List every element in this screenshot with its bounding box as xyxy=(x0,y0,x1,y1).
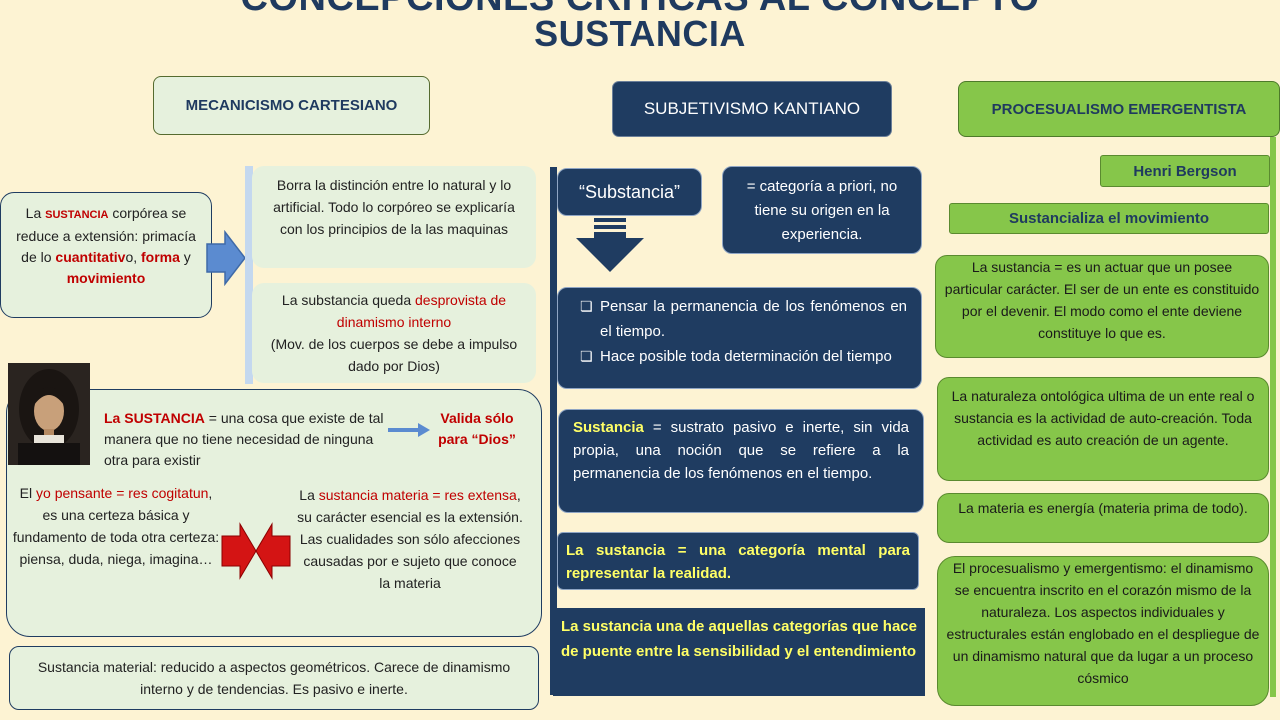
small-arrow-icon xyxy=(388,423,430,437)
corporea-mid: corpórea se reduce a extensión: primacía… xyxy=(16,205,196,265)
desprovista-box: La substancia queda desprovista de dinam… xyxy=(252,283,536,383)
title-line-2: SUSTANCIA xyxy=(534,13,746,54)
yo-post: , es una certeza básica y fundamento de … xyxy=(12,485,220,567)
corporea-word: SUSTANCIA xyxy=(45,209,109,221)
yo-red: yo pensante = res cogitatun xyxy=(36,485,209,501)
materia-red: sustancia materia = res extensa xyxy=(318,487,517,503)
puente-box: La sustancia una de aquellas categorías … xyxy=(553,608,925,696)
title-line-1: CONCEPCIONES CRITICAS AL CONCEPTO xyxy=(0,0,1280,18)
materia-pre: La xyxy=(299,487,319,503)
right-arrow-icon xyxy=(206,230,246,286)
borra-distincion-box: Borra la distinción entre lo natural y l… xyxy=(252,166,536,268)
substancia-label: “Substancia” xyxy=(557,168,702,216)
yo-pensante: El yo pensante = res cogitatun, es una c… xyxy=(12,482,220,570)
categoria-a-priori-box: = categoría a priori, no tiene su origen… xyxy=(722,166,922,254)
sustancia-corporea-box: La SUSTANCIA corpórea se reduce a extens… xyxy=(0,192,212,318)
desprovista-red: desprovista de dinamismo interno xyxy=(336,292,507,330)
desprovista-post: (Mov. de los cuerpos se debe a impulso d… xyxy=(270,336,518,374)
sustrato-box: Sustancia = sustrato pasivo e inerte, si… xyxy=(558,409,924,513)
corporea-sep1: , xyxy=(133,249,142,265)
materia-post: , su carácter esencial es la extensión. … xyxy=(297,487,523,591)
descartes-panel xyxy=(6,389,542,637)
procesualismo-emergentismo-box: El procesualismo y emergentismo: el dina… xyxy=(937,556,1269,706)
permanencia-bullet-1: Pensar la permanencia de los fenómenos e… xyxy=(572,294,907,344)
sustancia-material-box: Sustancia material: reducido a aspectos … xyxy=(9,646,539,710)
materia-energia-box: La materia es energía (materia prima de … xyxy=(937,493,1269,543)
yo-pre: El xyxy=(19,485,37,501)
sustrato-word: Sustancia xyxy=(573,419,644,436)
kantian-bracket-bar xyxy=(550,167,557,695)
header-subjetivismo: SUBJETIVISMO KANTIANO xyxy=(612,81,892,137)
permanencia-box: Pensar la permanencia de los fenómenos e… xyxy=(557,287,922,389)
sustrato-rest: = sustrato pasivo e inerte, sin vida pro… xyxy=(573,419,909,482)
naturaleza-ontologica-box: La naturaleza ontológica ultima de un en… xyxy=(937,377,1269,481)
down-arrow-icon xyxy=(576,218,644,272)
henri-bergson: Henri Bergson xyxy=(1100,155,1270,187)
corporea-sep2: y xyxy=(179,249,191,265)
process-bracket-bar xyxy=(1270,137,1276,697)
desprovista-pre: La substancia queda xyxy=(281,292,416,308)
definicion-rest: = una cosa que existe de tal manera que … xyxy=(104,410,384,468)
valida-dios: Valida sólo para “Dios” xyxy=(438,410,516,447)
corporea-cuant: cuantitativ xyxy=(55,249,126,265)
corporea-movimiento: movimiento xyxy=(66,270,146,286)
actuar-box: La sustancia = es un actuar que un posee… xyxy=(935,255,1269,358)
sustancia-materia: La sustancia materia = res extensa, su c… xyxy=(296,484,524,594)
corporea-forma: forma xyxy=(141,249,180,265)
sustancia-definicion: La SUSTANCIA = una cosa que existe de ta… xyxy=(104,408,394,471)
sustancializa-movimiento: Sustancializa el movimiento xyxy=(949,203,1269,234)
permanencia-bullet-2: Hace posible toda determinación del tiem… xyxy=(572,344,907,369)
cartesian-bracket-bar xyxy=(245,166,253,384)
opposing-arrows-icon xyxy=(221,522,291,580)
definicion-word: La SUSTANCIA xyxy=(104,410,205,426)
header-procesualismo: PROCESUALISMO EMERGENTISTA xyxy=(958,81,1280,137)
header-mecanicismo: MECANICISMO CARTESIANO xyxy=(153,76,430,135)
descartes-portrait xyxy=(8,363,90,465)
categoria-mental-box: La sustancia = una categoría mental para… xyxy=(557,532,919,590)
corporea-pre: La xyxy=(25,205,46,221)
corporea-cuant-o: o xyxy=(125,249,134,265)
